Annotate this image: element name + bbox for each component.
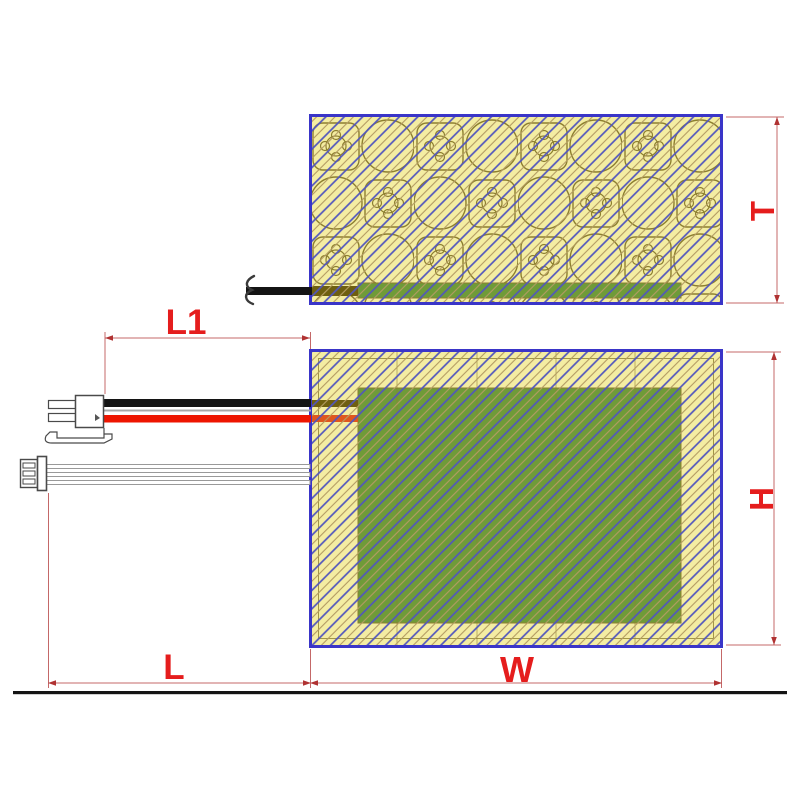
- dimension-t: [726, 116, 784, 304]
- white-wire-core: [103, 409, 311, 412]
- l-dimension-label: L: [163, 648, 185, 687]
- dimension-l1: [104, 332, 311, 394]
- front-view-panel: [309, 349, 723, 648]
- white-wire: [45, 480, 311, 485]
- h-dimension-label: H: [743, 487, 780, 511]
- l1-dimension-label: L1: [165, 303, 207, 342]
- t-dimension-label: T: [744, 200, 781, 222]
- dimension-l: [48, 493, 311, 688]
- black-wire: [103, 399, 311, 407]
- baseline-rule: [13, 691, 787, 695]
- power-cable: [103, 399, 311, 423]
- red-wire: [103, 415, 311, 423]
- w-dimension-label: W: [500, 649, 534, 690]
- wire-break-icon: [244, 274, 256, 306]
- side-view-panel: [309, 114, 723, 305]
- white-wire: [45, 472, 311, 477]
- dimension-w: [310, 649, 722, 688]
- side-view-lead-wire: [244, 274, 312, 306]
- dimension-h: [726, 351, 781, 646]
- white-wire: [45, 464, 311, 469]
- connector-latch: [44, 428, 113, 444]
- two-pin-connector-icon: [44, 394, 113, 444]
- sensor-cable: [45, 464, 311, 485]
- three-pin-connector-icon: [19, 455, 48, 492]
